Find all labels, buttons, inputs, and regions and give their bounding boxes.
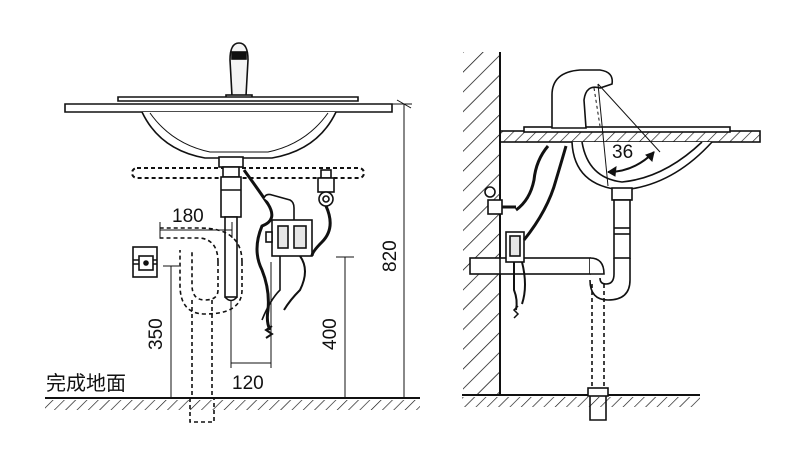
wall-outlet-box [132,246,158,278]
front-view [45,42,420,423]
dim-350-lines [163,265,179,398]
dim-400-lines [336,256,354,398]
basin-side [571,141,713,201]
floor-side [462,394,700,407]
dim-120-lines [230,262,272,368]
supply-valve-side [484,145,550,215]
countertop-side [499,126,761,143]
sensor-angle [597,83,661,187]
wall [463,52,501,394]
angle-36-label: 36 [612,142,633,163]
faucet-side [551,69,614,129]
dim-400-label: 400 [320,318,341,350]
dim-120-label: 120 [232,373,264,394]
p-trap-dashed [158,227,243,423]
dim-180-lines [159,222,233,238]
dim-820-label: 820 [380,240,401,272]
wall-pipe [469,257,605,275]
dim-820-lines [392,99,412,398]
floor-front [45,397,420,410]
side-view [462,52,761,421]
control-module-side [505,145,568,319]
sensor-cable [242,169,274,339]
finished-floor-label: 完成地面 [46,371,126,395]
drain-trap-side [589,199,631,301]
drain-tailpiece [220,166,242,302]
dim-180-label: 180 [172,206,204,227]
floor-drain [587,387,609,421]
dim-350-label: 350 [146,318,167,350]
basin-front [64,96,393,168]
floor-drain-dashed [591,284,605,392]
control-module [261,193,313,321]
faucet-front [225,42,253,101]
supply-valve [310,169,335,257]
